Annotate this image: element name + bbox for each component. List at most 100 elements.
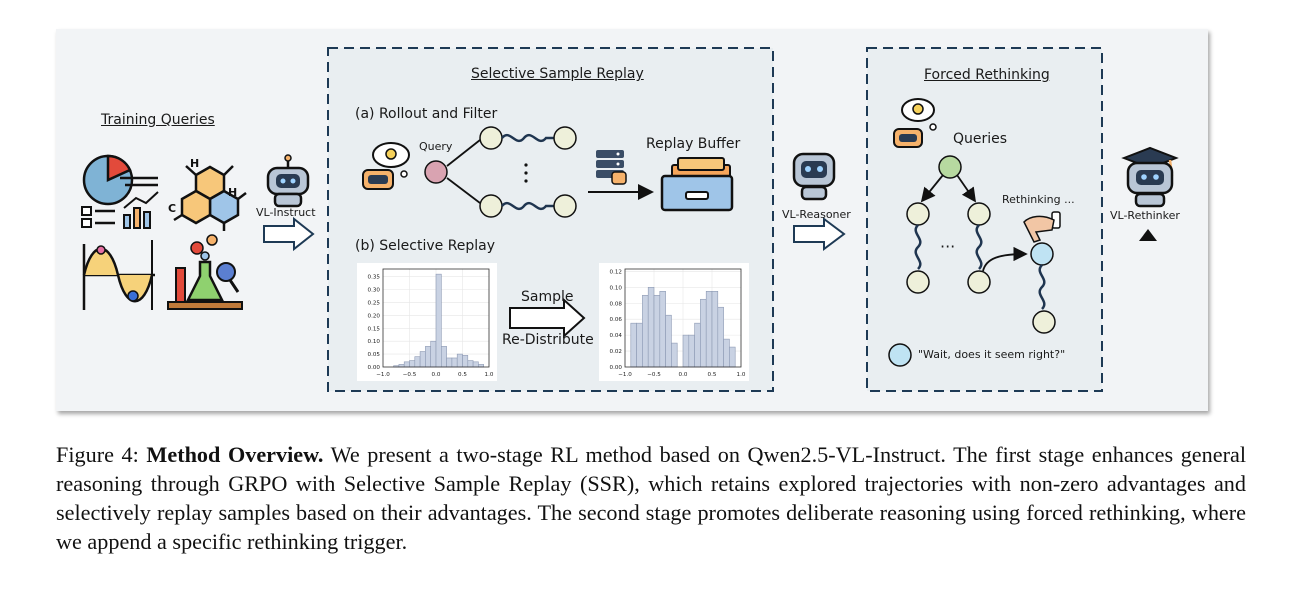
sine-wave-icon	[82, 240, 155, 310]
plot-frame	[382, 268, 490, 368]
y-tick-label: 0.30	[368, 288, 381, 294]
histogram-bar	[642, 294, 649, 368]
histogram-bar	[717, 306, 724, 368]
hand-icon	[1023, 211, 1061, 243]
caption-prefix: Figure 4:	[56, 442, 147, 467]
molecule-h2: H	[228, 186, 237, 199]
server-icon	[596, 150, 627, 185]
histogram-bar	[705, 291, 713, 368]
molecule-h1: H	[190, 157, 199, 170]
histogram-bar	[688, 334, 695, 368]
y-tick-label: 0.00	[610, 365, 623, 371]
sample-label: Sample	[521, 289, 574, 305]
molecule-icon: H H C	[168, 157, 247, 231]
vl-instruct-label: VL-Instruct	[256, 206, 316, 219]
rollout-filter-label: (a) Rollout and Filter	[355, 106, 498, 122]
graduation-robot-icon	[1121, 146, 1179, 208]
y-tick-label: 0.10	[610, 285, 623, 291]
forced-rethinking-title: Forced Rethinking	[924, 67, 1050, 83]
rollout-node-1	[479, 126, 503, 150]
y-tick-label: 0.20	[368, 313, 381, 319]
training-queries-label: Training Queries	[101, 112, 215, 128]
query-node	[424, 160, 448, 184]
histogram-bar	[414, 356, 421, 368]
histogram-bar	[630, 322, 637, 368]
replay-buffer-label: Replay Buffer	[646, 136, 741, 152]
histogram-bar	[430, 340, 437, 368]
query-label: Query	[419, 140, 453, 153]
robot-icon	[266, 154, 310, 208]
histogram-bar	[636, 322, 643, 368]
histogram-bar	[694, 322, 701, 368]
redistribute-label: Re-Distribute	[502, 332, 594, 348]
y-tick-label: 0.25	[368, 301, 381, 307]
histogram-bar	[446, 357, 453, 368]
caption-bold: Method Overview.	[146, 442, 324, 467]
histogram-bar	[467, 360, 474, 368]
y-tick-label: 0.02	[610, 349, 622, 355]
vl-rethinker-label: VL-Rethinker	[1110, 209, 1180, 222]
arrow-1	[263, 216, 315, 252]
thought-bulb-icon	[362, 142, 410, 190]
vl-reasoner-label: VL-Reasoner	[782, 208, 851, 221]
y-tick-label: 0.00	[368, 365, 381, 371]
figure-caption: Figure 4: Method Overview. We present a …	[56, 440, 1246, 556]
tree-node-4	[967, 270, 991, 294]
histogram-bar	[419, 351, 426, 368]
histogram-bar	[711, 291, 719, 368]
triangle-icon	[1139, 229, 1157, 241]
histogram-bar	[456, 353, 463, 368]
histogram-bar	[435, 273, 442, 368]
x-tick-label: −0.5	[403, 372, 417, 378]
y-tick-label: 0.35	[368, 275, 381, 281]
legend-node	[888, 343, 912, 367]
x-tick-label: −1.0	[618, 372, 632, 378]
y-tick-label: 0.08	[610, 301, 623, 307]
histogram-bar	[682, 334, 690, 368]
histogram-bar	[462, 355, 469, 368]
histogram-bar	[659, 291, 666, 368]
molecule-c: C	[168, 202, 176, 215]
plot-frame	[624, 268, 742, 368]
tree-node-1	[906, 202, 930, 226]
sample-arrow	[509, 297, 586, 339]
histogram-bar	[441, 346, 447, 368]
file-drawer-icon	[660, 157, 734, 212]
y-tick-label: 0.05	[368, 352, 381, 358]
rollout-node-2	[479, 194, 503, 218]
histogram-bar	[409, 360, 416, 368]
tree-node-5	[1032, 310, 1056, 334]
histogram-bar	[671, 342, 678, 368]
histogram-bar	[403, 361, 410, 368]
root-node	[938, 155, 962, 179]
robot-icon-reasoner	[792, 152, 836, 201]
chart-icon	[81, 154, 159, 229]
ssr-title: Selective Sample Replay	[471, 66, 644, 82]
queries-label: Queries	[953, 131, 1008, 147]
x-tick-label: 1.0	[485, 372, 494, 378]
arrow-2	[793, 217, 846, 251]
thought-bulb-icon-2	[893, 98, 937, 148]
histogram-bar	[451, 357, 458, 368]
x-tick-label: 0.5	[708, 372, 717, 378]
x-tick-label: 0.0	[432, 372, 441, 378]
x-tick-label: 1.0	[737, 372, 746, 378]
x-tick-label: −0.5	[647, 372, 661, 378]
y-tick-label: 0.10	[368, 339, 381, 345]
histogram-bar	[653, 294, 661, 368]
chemistry-icon	[167, 234, 243, 310]
tree-node-3	[906, 270, 930, 294]
rethink-trigger-text: "Wait, does it seem right?"	[918, 348, 1066, 361]
rethinking-label: Rethinking ...	[1002, 193, 1075, 206]
caption-body: We present a two-stage RL method based o…	[56, 442, 1246, 554]
histogram-bar	[723, 338, 730, 368]
y-tick-label: 0.06	[610, 317, 623, 323]
rethink-node	[1030, 242, 1054, 266]
histogram-bar	[665, 314, 672, 368]
histogram-bar	[700, 298, 707, 368]
x-tick-label: 0.5	[458, 372, 467, 378]
histogram-bar	[729, 346, 736, 368]
y-tick-label: 0.15	[368, 326, 381, 332]
